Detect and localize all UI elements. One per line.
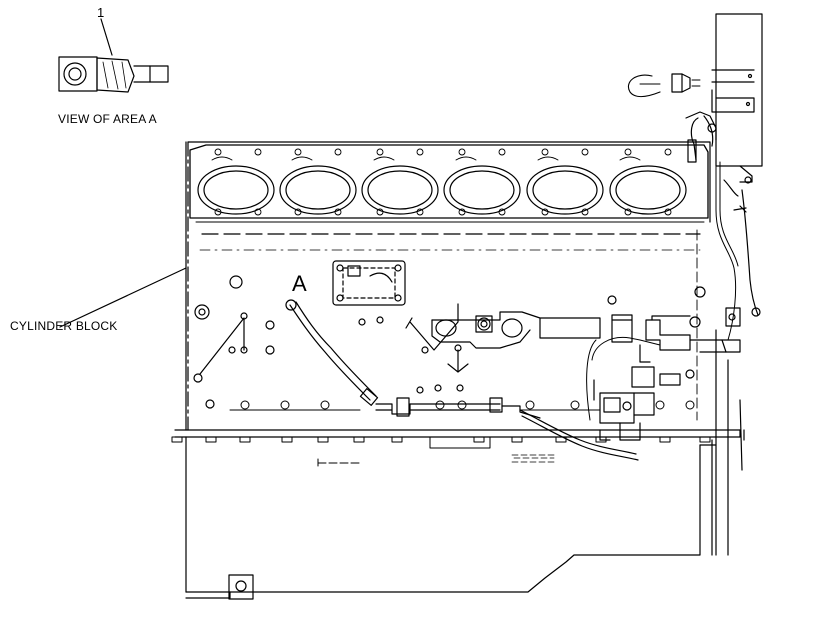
upper-right-housing — [628, 14, 762, 196]
cylinder-bore-2 — [280, 166, 356, 214]
wiring-harness-tube — [286, 300, 540, 418]
view-of-area-label: VIEW OF AREA A — [58, 112, 157, 126]
cylinder-bore-1 — [198, 166, 274, 214]
cylinder-block-label: CYLINDER BLOCK — [10, 319, 118, 333]
cylinder-bore-5 — [527, 166, 603, 214]
right-lower-bracket — [700, 330, 744, 555]
cylinder-bore-4 — [444, 166, 520, 214]
callout-number: 1 — [97, 5, 105, 20]
lower-bolt-row — [230, 401, 694, 410]
center-pump-assembly — [359, 296, 632, 393]
cylinder-bore-6 — [610, 166, 686, 214]
cover-plate — [333, 261, 405, 305]
cylinder-bore-3 — [362, 166, 438, 214]
pan-rail-bolts — [172, 437, 710, 466]
right-side-sensor-module — [520, 112, 760, 460]
area-a-detail-connector — [59, 19, 168, 92]
head-gasket — [190, 145, 708, 234]
cylinder-block-outline — [175, 142, 740, 599]
cylinder-block-leader-line — [60, 268, 186, 327]
area-a-marker: A — [292, 271, 307, 296]
callout-leader-line — [101, 19, 112, 55]
left-side-fittings — [194, 276, 274, 408]
